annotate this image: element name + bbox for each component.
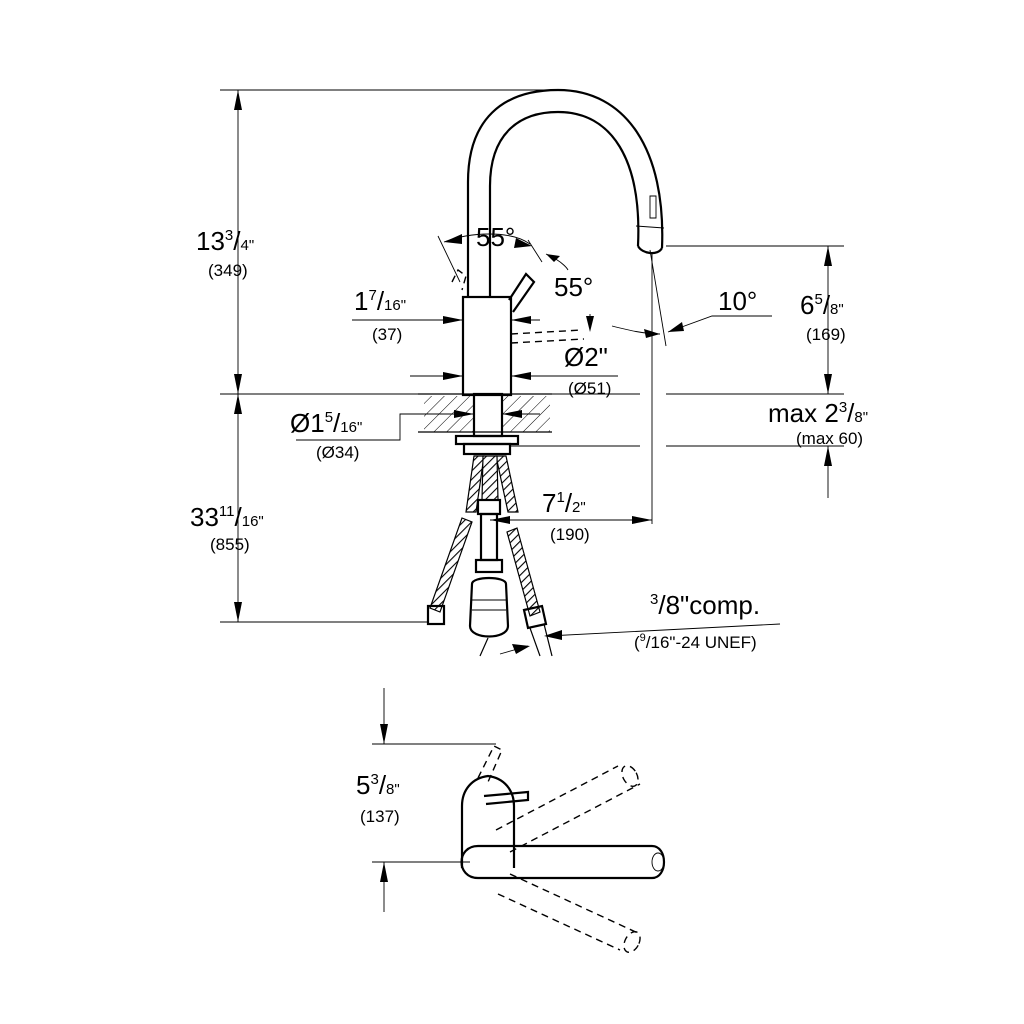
hose-right-fitting	[522, 604, 548, 630]
top-lever-ghost	[477, 745, 503, 783]
body-clearance-metric: (37)	[372, 325, 402, 344]
hole-diameter-metric: (Ø34)	[316, 443, 359, 462]
hose-right-tail-b	[543, 623, 553, 657]
handle-ghost	[451, 268, 467, 291]
connection-thread-label: (9/16"-24 UNEF)	[634, 632, 757, 652]
deck-thickness-label: max 23/8"	[768, 398, 868, 428]
dimension-lines	[220, 89, 844, 655]
top-spout-ghost-up	[495, 765, 641, 853]
hose-left-fitting	[426, 604, 446, 626]
spout-tilt-label: 10°	[718, 286, 757, 316]
spray-button	[649, 195, 657, 219]
total-height-metric: (349)	[208, 261, 248, 280]
body-diameter-label: Ø2"	[564, 342, 608, 372]
handle-rotation-label: 55°	[476, 222, 515, 252]
spout-height-metric: (169)	[806, 325, 846, 344]
handle-lever	[508, 272, 536, 313]
faucet-top-view	[372, 688, 666, 953]
spray-head	[637, 245, 663, 255]
shank	[472, 392, 504, 438]
handle-clearance-metric: (137)	[360, 807, 400, 826]
top-spout-ghost-down	[497, 873, 641, 951]
hose-weight	[468, 576, 510, 638]
handle-lowered-ghost	[510, 329, 585, 344]
body-clearance-label: 17/16"	[354, 286, 406, 316]
hose-length-label: 3311/16"	[190, 502, 264, 532]
dimension-labels: 133/4" (349) 3311/16" (855) 55° 55° 10° …	[190, 222, 868, 826]
hose-right-long	[506, 527, 541, 617]
hose-right-tail-a	[529, 627, 541, 657]
top-body	[460, 774, 516, 868]
spout-reach-metric: (190)	[550, 525, 590, 544]
top-spout-end	[651, 852, 665, 872]
center-hose-tail	[479, 637, 489, 657]
hose-left-upper	[465, 455, 485, 513]
hose-center	[481, 455, 499, 501]
spray-angle-label: 55°	[554, 272, 593, 302]
top-lever	[483, 790, 530, 806]
body-diameter-metric: (Ø51)	[568, 379, 611, 398]
center-fitting	[476, 498, 502, 516]
deck-thickness-metric: (max 60)	[796, 429, 863, 448]
spout-inner	[488, 110, 640, 298]
spout-height-label: 65/8"	[800, 290, 844, 320]
top-spout	[460, 844, 666, 880]
mounting-plate	[462, 442, 512, 456]
connection-label: 3/8"comp.	[650, 590, 760, 620]
handle-clearance-label: 53/8"	[356, 770, 400, 800]
center-nut	[474, 558, 504, 574]
spray-head-seam	[635, 225, 665, 229]
faucet-side-view	[418, 88, 665, 657]
spout-reach-label: 71/2"	[542, 488, 586, 518]
total-height-label: 133/4"	[196, 226, 254, 256]
hose-left-long	[429, 517, 473, 613]
hole-diameter-label: Ø15/16"	[290, 408, 362, 438]
hose-right-upper	[495, 455, 519, 513]
hose-length-metric: (855)	[210, 535, 250, 554]
mounting-nut	[454, 434, 520, 446]
faucet-body	[461, 295, 513, 397]
